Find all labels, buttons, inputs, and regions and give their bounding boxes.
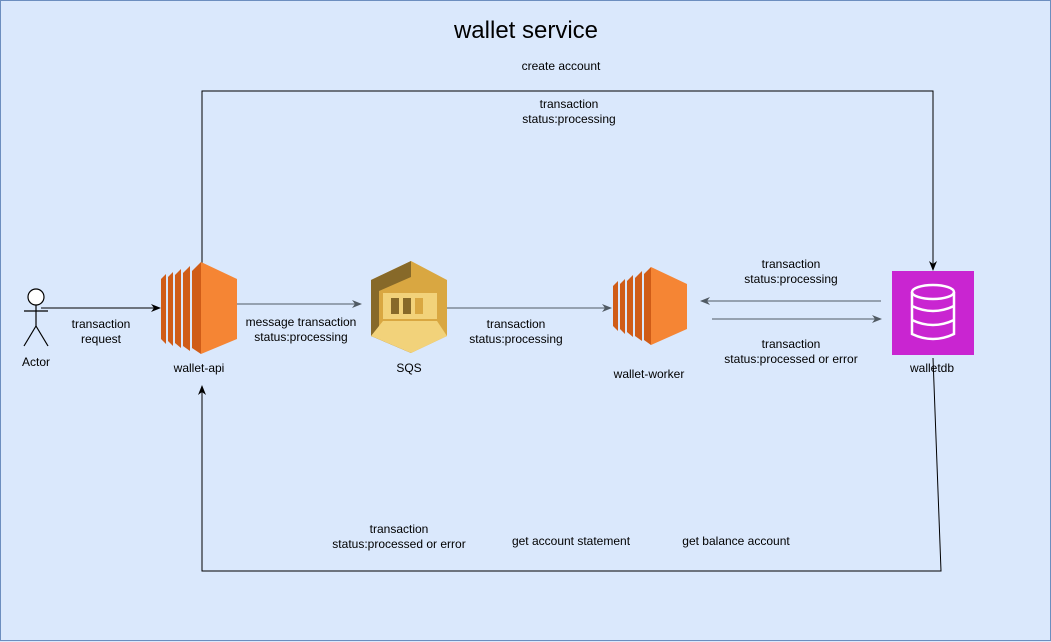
- edge-label-line: transaction: [761, 257, 821, 271]
- ec2-instance-icon: [613, 267, 687, 345]
- walletdb-label: walletdb: [909, 361, 955, 375]
- edge-label-line: status:processing: [744, 272, 838, 286]
- stick-figure-icon: [23, 288, 49, 347]
- database-icon: [892, 271, 974, 355]
- sqs-queue-icon: [371, 261, 447, 353]
- actor-label: Actor: [21, 355, 51, 369]
- edge-bottom-loop: [198, 357, 942, 572]
- edge-label-line: status:processing: [522, 112, 616, 126]
- sqs-label: SQS: [396, 361, 422, 375]
- edge-label-line: transaction: [486, 317, 546, 331]
- edge-label-sqs-to-worker: transaction status:processing: [469, 317, 562, 347]
- edge-label-line: transaction: [369, 522, 429, 536]
- edge-label-line: status:processed or error: [332, 537, 466, 551]
- wallet-worker-label: wallet-worker: [613, 367, 685, 381]
- edge-label-line: status:processing: [469, 332, 563, 346]
- ec2-instance-icon: [161, 262, 237, 354]
- edge-label-line: transaction: [539, 97, 599, 111]
- edge-label-line: request: [80, 332, 122, 346]
- edge-label-line: message transaction: [245, 315, 357, 329]
- wallet-api-label: wallet-api: [173, 361, 225, 375]
- edge-label-line: status:processed or error: [724, 352, 858, 366]
- edge-label-line: transaction: [761, 337, 821, 351]
- edge-label-top-loop: transaction status:processing: [522, 97, 615, 127]
- edge-label-line: status:processing: [254, 330, 348, 344]
- edge-label-balance-account: get balance account: [682, 534, 790, 548]
- diagram-title: wallet service: [453, 17, 599, 44]
- edge-label-line: transaction: [71, 317, 131, 331]
- edge-label-bottom-loop: transaction status:processed or error: [332, 522, 465, 552]
- edge-label-create-account: create account: [521, 59, 601, 73]
- edge-top-loop: [201, 90, 937, 271]
- edge-label-account-statement: get account statement: [511, 534, 631, 548]
- edge-label-worker-to-db: transaction status:processed or error: [724, 337, 857, 367]
- edge-label-db-to-worker: transaction status:processing: [744, 257, 837, 287]
- edge-label-api-to-sqs: message transaction status:processing: [246, 315, 357, 345]
- edge-label-actor-to-api: transaction request: [72, 317, 131, 347]
